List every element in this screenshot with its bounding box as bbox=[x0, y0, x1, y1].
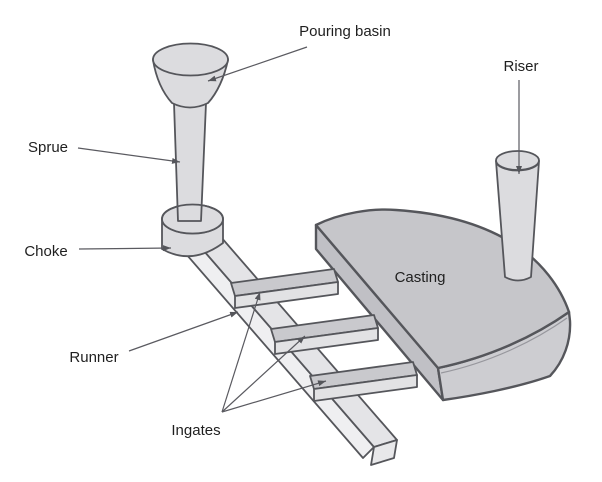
label-choke: Choke bbox=[24, 243, 67, 260]
ingate-3-front bbox=[313, 374, 418, 402]
ingate-3 bbox=[309, 361, 418, 402]
labels: Pouring basin Riser Sprue Choke Runner I… bbox=[24, 23, 538, 439]
label-pouring-basin: Pouring basin bbox=[299, 23, 391, 40]
casting-front-chamfer bbox=[440, 317, 568, 374]
ingate-2-front bbox=[274, 327, 379, 355]
sprue-shape bbox=[152, 42, 229, 222]
ingate-1-front bbox=[234, 281, 339, 309]
riser-top-opening bbox=[495, 150, 540, 171]
ingate-2 bbox=[270, 314, 379, 355]
leader-choke bbox=[78, 245, 172, 252]
sprue-well-front-rim bbox=[161, 203, 224, 220]
ingate-1 bbox=[230, 268, 339, 309]
label-sprue: Sprue bbox=[28, 139, 68, 156]
leader-runner bbox=[128, 311, 239, 352]
riser-shape bbox=[495, 150, 540, 282]
leader-ingate-2 bbox=[221, 335, 306, 413]
runner-end-face bbox=[370, 439, 398, 466]
label-casting: Casting bbox=[395, 269, 446, 286]
label-riser: Riser bbox=[503, 58, 538, 75]
leader-ingate-1 bbox=[221, 291, 261, 413]
leader-pouring-basin bbox=[207, 46, 308, 82]
pouring-basin-opening bbox=[152, 42, 229, 77]
label-runner: Runner bbox=[69, 349, 118, 366]
leader-lines bbox=[77, 46, 522, 413]
label-ingates: Ingates bbox=[171, 422, 220, 439]
leader-ingate-3 bbox=[221, 380, 327, 413]
leader-sprue bbox=[77, 147, 181, 164]
